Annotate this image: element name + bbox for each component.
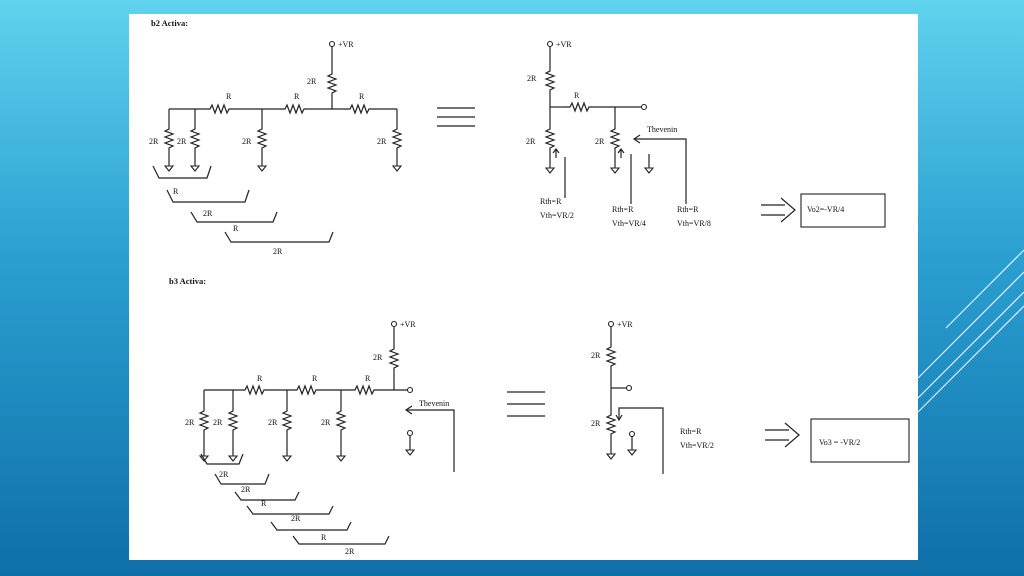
b2-eq2-vth: Vth=VR/4 — [612, 219, 646, 228]
b3-result-box — [810, 418, 910, 463]
b2-heading: b2 Activa: — [151, 18, 188, 28]
b2-thevenin-supply-terminal — [546, 40, 554, 48]
b2-bracket2-label: 2R — [203, 209, 213, 218]
b2-shunt1-label: 2R — [149, 137, 159, 146]
circuit-diagram: b2 Activa: +VR 2R R R R 2R 2R 2R 2R R 2R — [149, 18, 910, 556]
b3-thevenin-top-resistor-label: 2R — [591, 351, 601, 360]
b3-equivalence-sign — [507, 391, 545, 417]
b3-heading: b3 Activa: — [169, 276, 206, 286]
b3-thevenin-rth: Rth=R — [680, 427, 702, 436]
b3-shunt4-label: 2R — [321, 418, 331, 427]
b3-bracket1-label: 2R — [219, 470, 229, 479]
b2-top-resistor-label: 2R — [307, 77, 317, 86]
b3-series-r1-label: R — [257, 374, 263, 383]
b2-bracket4-label: 2R — [273, 247, 283, 256]
b3-thevenin-circuit: +VR 2R 2R Rth=R Vth=VR/2 — [591, 320, 714, 474]
b2-thevenin-circuit: +VR 2R R 2R 2R Thevenin Rth=R Vth=VR/2 R… — [526, 40, 711, 228]
b3-bracket6-label: 2R — [345, 547, 355, 556]
b3-thevenin-label: Thevenin — [419, 399, 449, 408]
b3-bracket2-label: 2R — [241, 485, 251, 494]
b3-thevenin-shunt-label: 2R — [591, 419, 601, 428]
b2-implies-arrow — [761, 197, 796, 223]
b2-thevenin-supply-label: +VR — [556, 40, 572, 49]
b2-eq3-rth: Rth=R — [677, 205, 699, 214]
b3-shunt2-label: 2R — [213, 418, 223, 427]
b3-implies-arrow — [765, 422, 800, 448]
b2-series-r2-label: R — [294, 92, 300, 101]
b2-shunt4-label: 2R — [377, 137, 387, 146]
b3-ladder-circuit: +VR 2R R R R 2R 2R 2R 2R Thevenin — [185, 320, 455, 472]
b2-equivalence-sign — [437, 107, 475, 127]
b2-thevenin-label: Thevenin — [647, 125, 677, 134]
b2-supply-label: +VR — [338, 40, 354, 49]
b2-ladder-circuit: +VR 2R R R R 2R 2R 2R 2R — [149, 40, 402, 172]
b2-result: Vo2=-VR/4 — [807, 205, 844, 214]
b3-bracket5-label: R — [321, 533, 327, 542]
b3-thevenin-vth: Vth=VR/2 — [680, 441, 714, 450]
b3-top-resistor-label: 2R — [373, 353, 383, 362]
b3-shunt1-label: 2R — [185, 418, 195, 427]
b3-series-r2-label: R — [312, 374, 318, 383]
b3-supply-terminal — [390, 320, 398, 328]
b3-series-r3-label: R — [365, 374, 371, 383]
b2-shunt2-label: 2R — [177, 137, 187, 146]
b3-brackets: 2R 2R R 2R R 2R — [200, 453, 390, 556]
b3-thevenin-supply-terminal — [607, 320, 615, 328]
slide: b2 Activa: +VR 2R R R R 2R 2R 2R 2R R 2R — [129, 14, 918, 560]
b2-eq3-vth: Vth=VR/8 — [677, 219, 711, 228]
b3-supply-label: +VR — [400, 320, 416, 329]
b2-brackets: R 2R R 2R — [152, 165, 334, 256]
b2-bracket3-label: R — [233, 224, 239, 233]
b2-bracket1-label: R — [173, 187, 179, 196]
b3-bracket3-label: R — [261, 499, 267, 508]
b3-shunt3-label: 2R — [268, 418, 278, 427]
b2-shunt3-label: 2R — [242, 137, 252, 146]
b3-result: Vo3 = -VR/2 — [819, 438, 860, 447]
b2-series-r1-label: R — [226, 92, 232, 101]
b2-eq1-rth: Rth=R — [540, 197, 562, 206]
b2-thevenin-shunt1-label: 2R — [526, 137, 536, 146]
b2-result-box — [800, 193, 886, 228]
b2-thevenin-shunt2-label: 2R — [595, 137, 605, 146]
b2-thevenin-series-label: R — [574, 91, 580, 100]
b3-thevenin-supply-label: +VR — [617, 320, 633, 329]
b3-bracket4-label: 2R — [291, 514, 301, 523]
b2-thevenin-top-resistor-label: 2R — [527, 74, 537, 83]
b2-supply-terminal — [328, 40, 336, 48]
b2-series-r3-label: R — [359, 92, 365, 101]
b2-eq2-rth: Rth=R — [612, 205, 634, 214]
b2-eq1-vth: Vth=VR/2 — [540, 211, 574, 220]
